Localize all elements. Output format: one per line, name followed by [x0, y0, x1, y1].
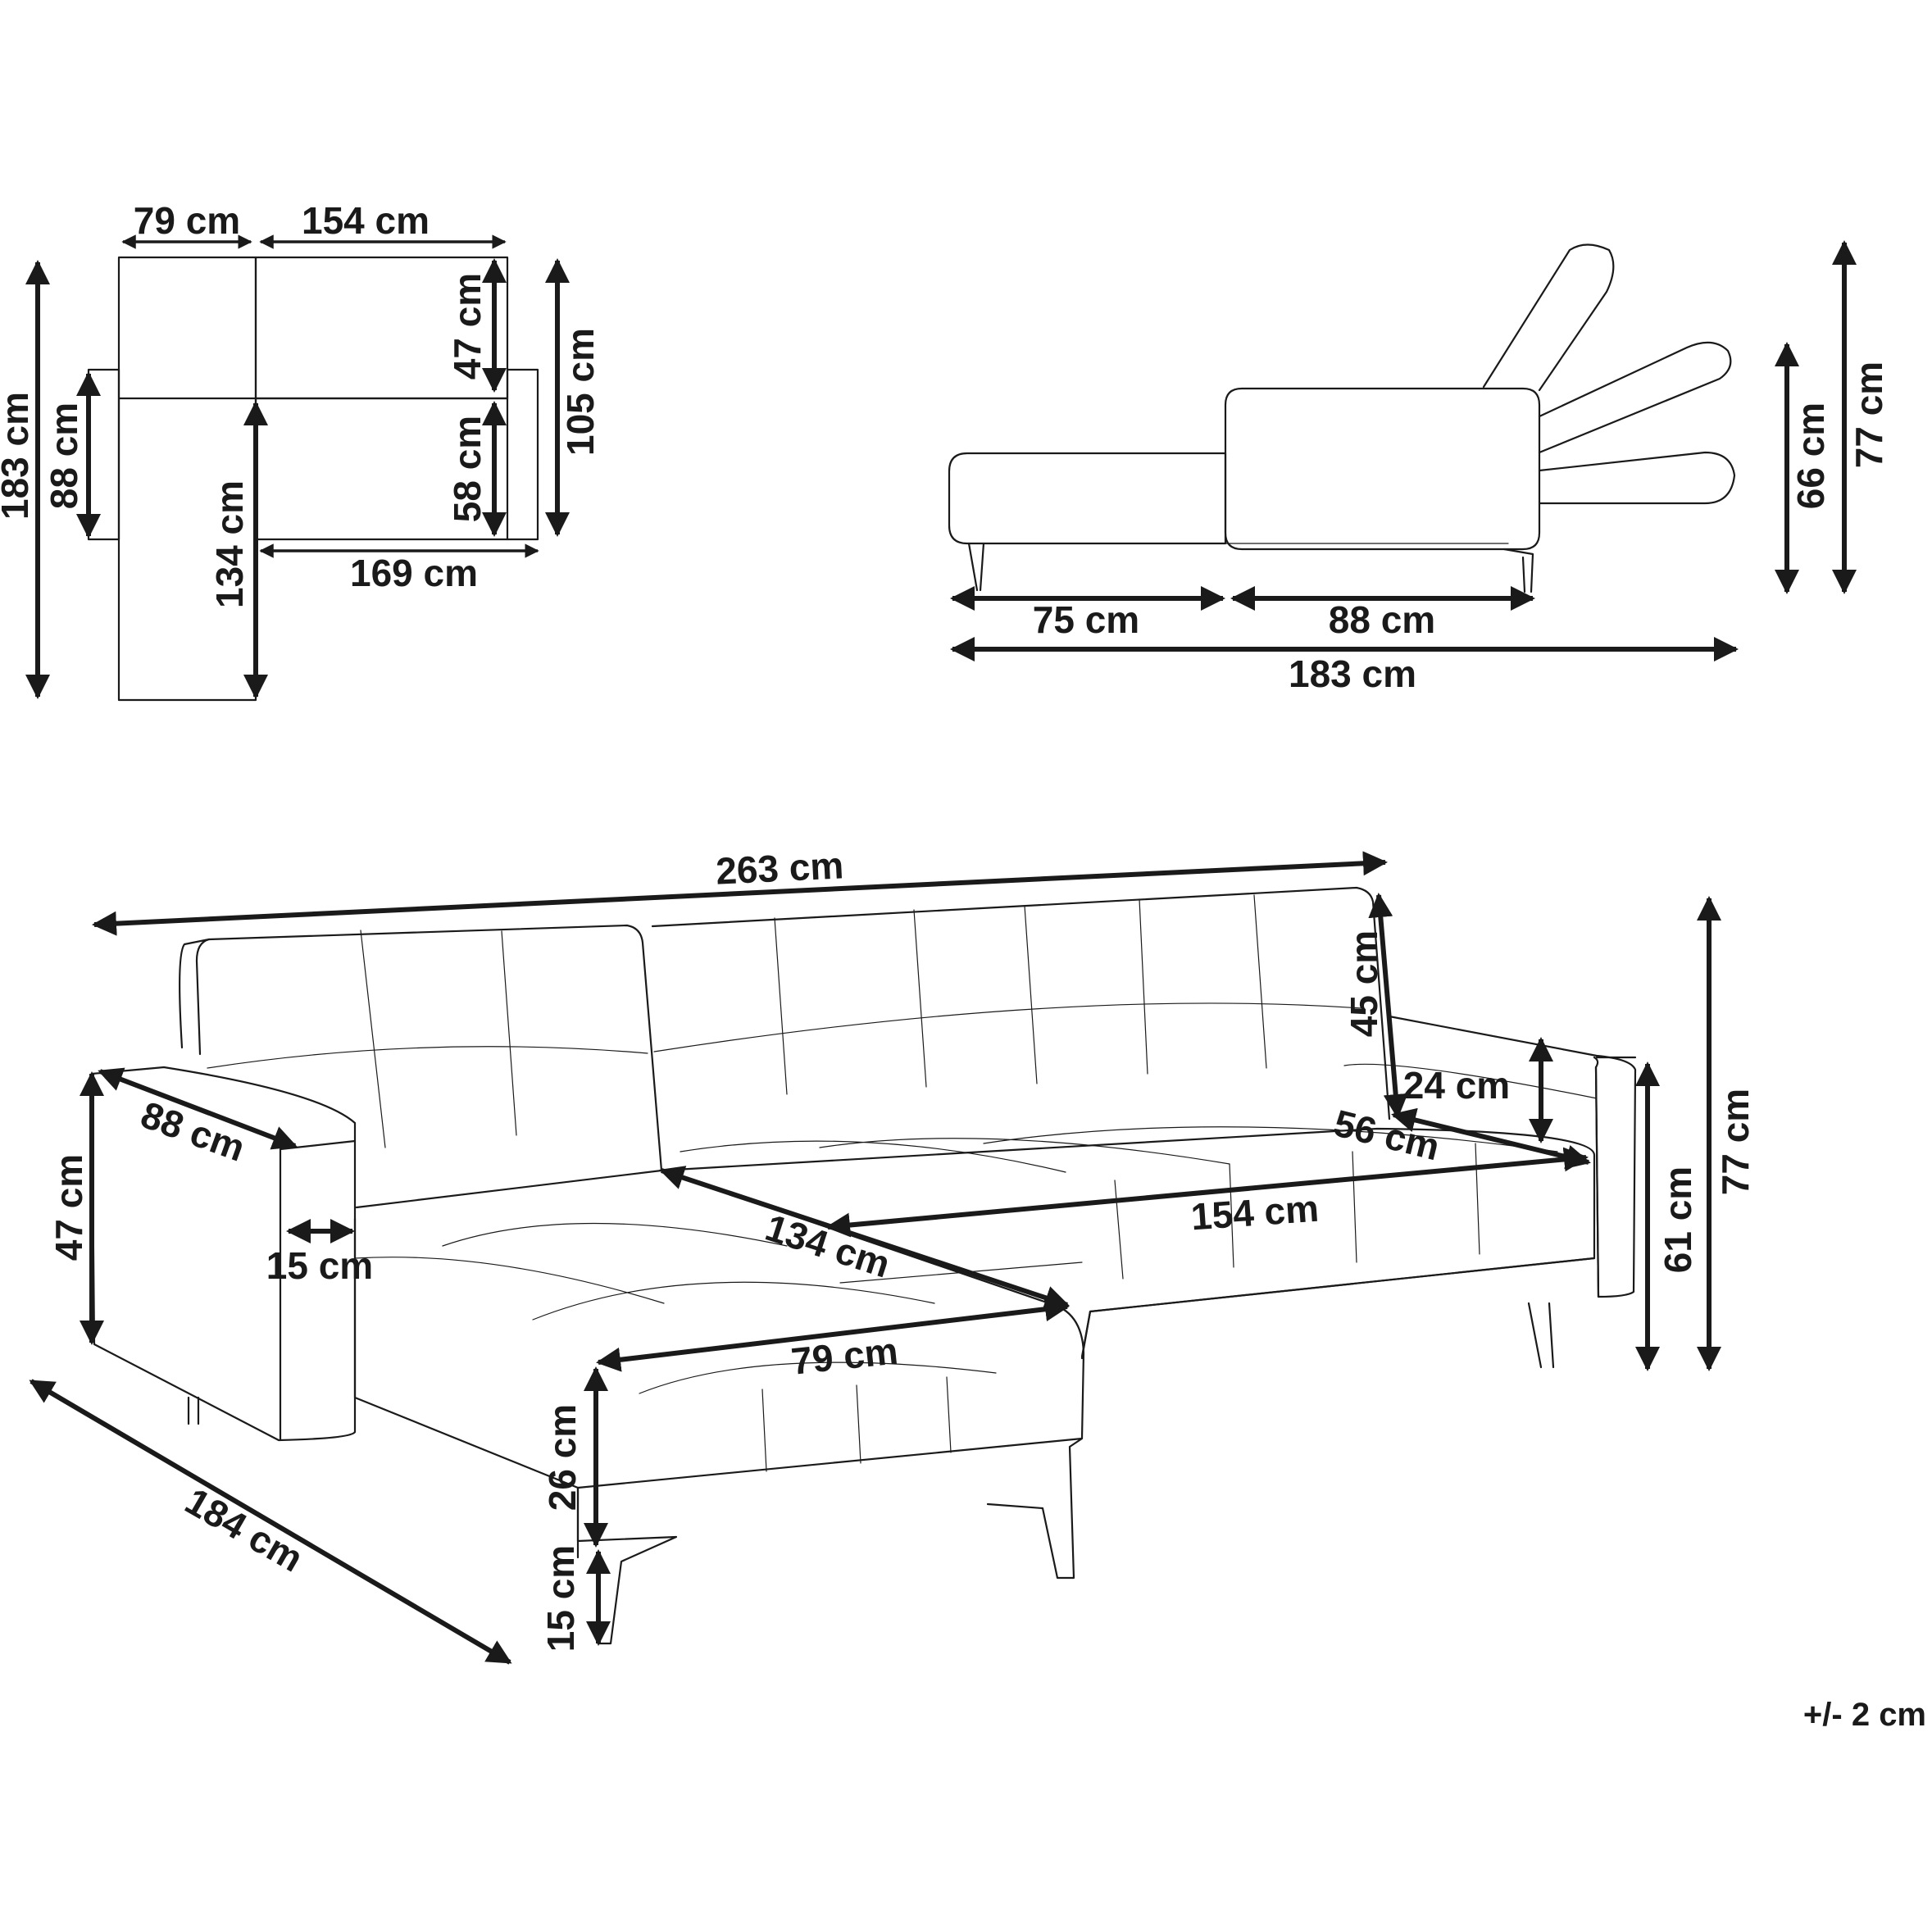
- seat-thickness-label: 26 cm: [541, 1404, 584, 1511]
- seat-width-label: 154 cm: [1189, 1187, 1320, 1239]
- top-view-dimension-lines: [25, 234, 570, 699]
- total-height-label: 77 cm: [1714, 1089, 1757, 1195]
- top-seat-length-label: 169 cm: [350, 552, 478, 594]
- top-arm-depth-label: 88 cm: [43, 402, 85, 509]
- perspective-view: 263 cm 45 cm 47 cm 88 cm 15 cm 134 cm 15…: [29, 843, 1757, 1665]
- arm-top-label: 24 cm: [1403, 1064, 1510, 1107]
- seat-height-label: 61 cm: [1657, 1166, 1699, 1273]
- seat-depth-label: 56 cm: [1330, 1101, 1443, 1168]
- total-length-label: 184 cm: [178, 1480, 310, 1580]
- side-view: 75 cm 88 cm 183 cm 66 cm 77 cm: [948, 240, 1890, 695]
- arm-height-label: 47 cm: [48, 1154, 90, 1261]
- side-chaise-part-label: 75 cm: [1033, 598, 1139, 641]
- perspective-dimension-lines: [29, 851, 1721, 1665]
- top-sofa-depth-label: 105 cm: [559, 328, 602, 456]
- back-height-label: 45 cm: [1343, 930, 1385, 1037]
- chaise-length-label: 134 cm: [761, 1206, 895, 1286]
- top-seat-depth-label: 58 cm: [446, 416, 489, 522]
- side-total-length-label: 183 cm: [1289, 652, 1416, 695]
- top-back-depth-label: 47 cm: [446, 273, 489, 380]
- leg-height-label: 15 cm: [539, 1545, 582, 1652]
- side-sofa-part-label: 88 cm: [1329, 598, 1435, 641]
- side-back-height-label: 66 cm: [1789, 402, 1832, 509]
- side-view-outline: [948, 243, 1736, 593]
- top-total-depth-label: 183 cm: [0, 392, 36, 520]
- top-chaise-width-label: 79 cm: [134, 199, 240, 242]
- arm-width-label: 15 cm: [266, 1244, 373, 1287]
- top-view: 79 cm 154 cm 183 cm 88 cm 47 cm 58 cm 10…: [0, 199, 602, 702]
- side-view-dimension-lines: [950, 240, 1857, 661]
- top-chaise-length-label: 134 cm: [208, 480, 251, 608]
- top-sofa-width-label: 154 cm: [302, 199, 430, 242]
- side-total-height-label: 77 cm: [1848, 361, 1890, 468]
- total-width-label: 263 cm: [715, 843, 844, 893]
- tolerance-note: +/- 2 cm: [1803, 1697, 1926, 1733]
